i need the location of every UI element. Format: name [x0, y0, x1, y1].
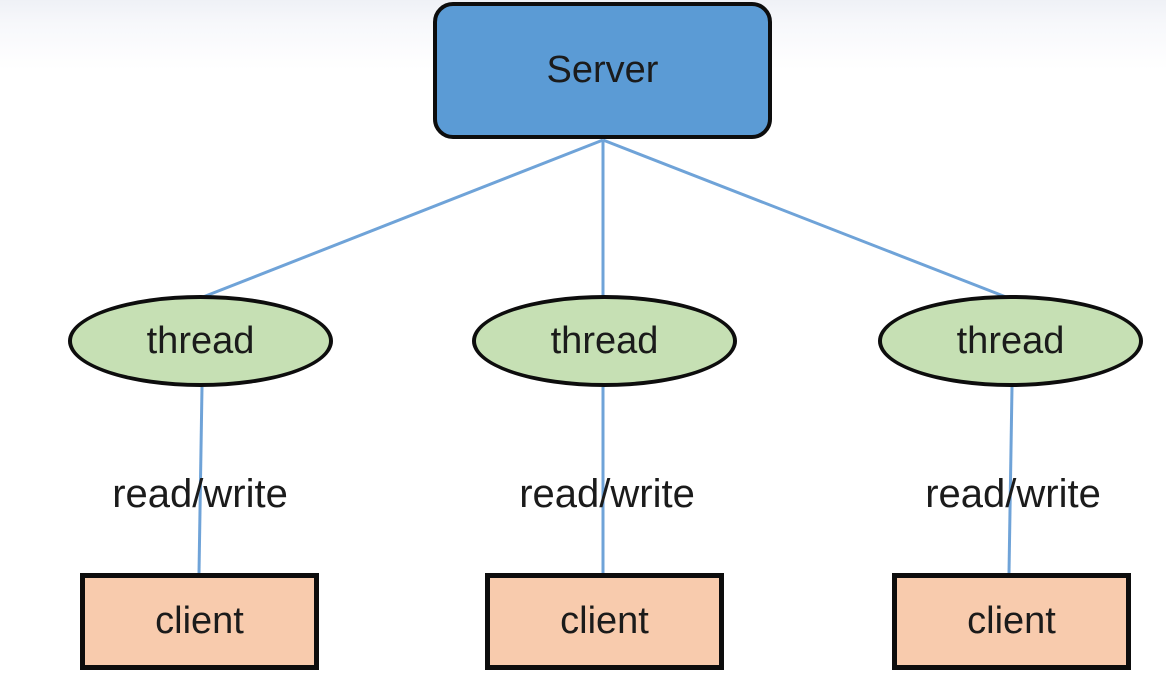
connector-server-to-thread-3	[602, 138, 1007, 299]
server-label: Server	[546, 49, 659, 91]
thread-node-3: thread	[878, 295, 1143, 387]
thread-node-2: thread	[472, 295, 737, 387]
thread-label: thread	[550, 319, 659, 362]
thread-label: thread	[956, 319, 1065, 362]
client-label: client	[155, 600, 244, 642]
client-node-2: client	[485, 573, 724, 670]
connector-server-to-thread-1	[202, 138, 604, 299]
connector-thread-3-to-client-3	[1007, 386, 1014, 574]
server-node: Server	[433, 2, 772, 139]
client-label: client	[560, 600, 649, 642]
client-node-1: client	[80, 573, 319, 670]
thread-node-1: thread	[68, 295, 333, 387]
connector-thread-1-to-client-1	[197, 386, 204, 574]
edge-label-read-write-3: read/write	[925, 472, 1101, 516]
thread-label: thread	[146, 319, 255, 362]
edge-label-read-write-1: read/write	[112, 472, 288, 516]
client-node-3: client	[892, 573, 1131, 670]
client-label: client	[967, 600, 1056, 642]
edge-label-read-write-2: read/write	[519, 472, 695, 516]
